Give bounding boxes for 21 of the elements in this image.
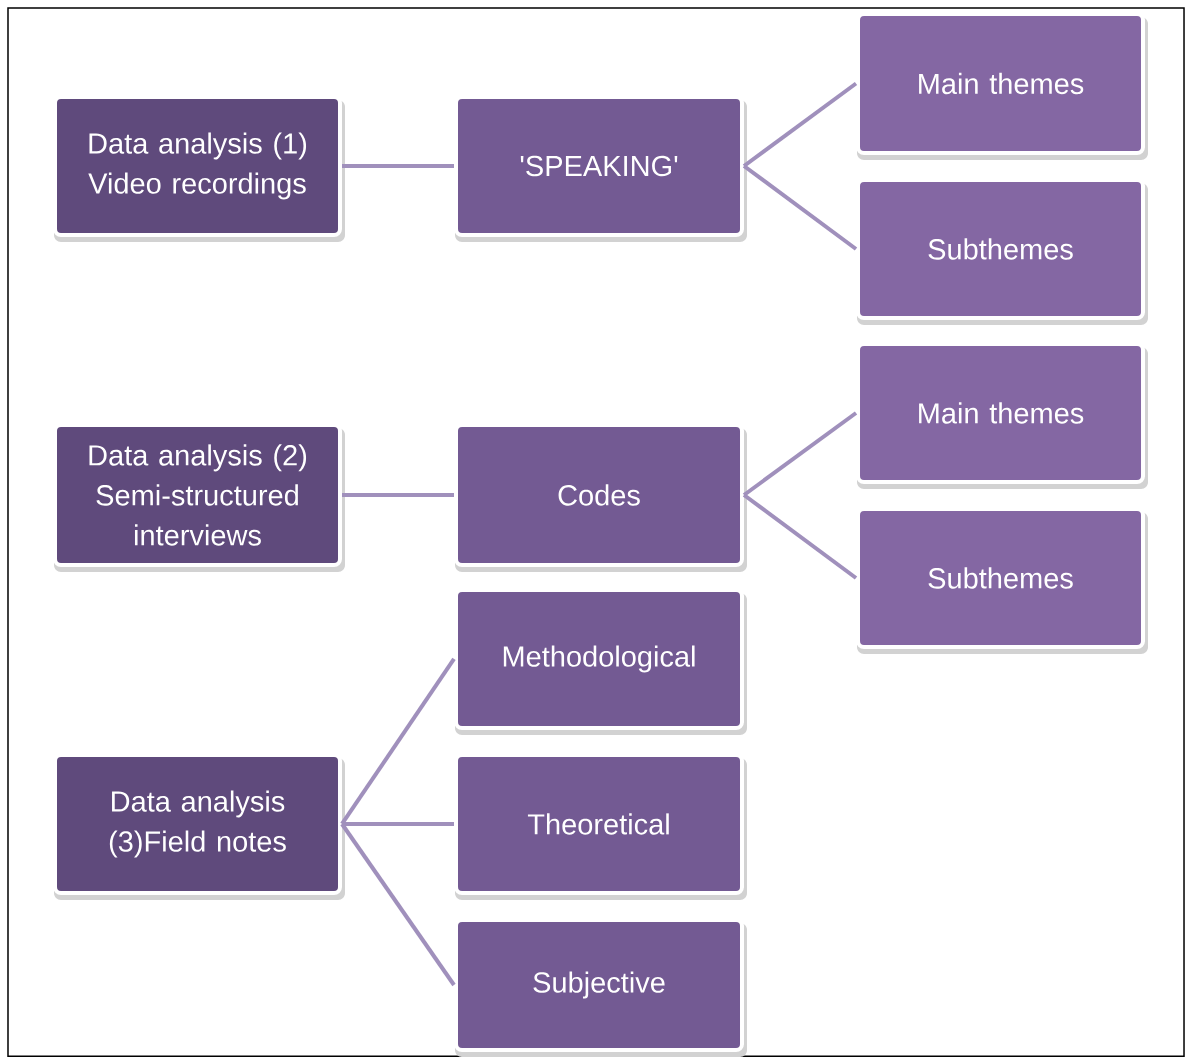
process-box: Methodological	[454, 588, 747, 735]
process-box: Data analysis (1) Video recordings	[53, 95, 345, 242]
connector-line	[342, 493, 454, 497]
process-box: 'SPEAKING'	[454, 95, 747, 242]
process-box: Theoretical	[454, 753, 747, 900]
process-box: Main themes	[856, 342, 1148, 489]
process-box: Main themes	[856, 12, 1148, 160]
connector-line	[742, 81, 858, 168]
connector-line	[340, 822, 456, 987]
process-box: Subjective	[454, 918, 747, 1057]
connector-line	[342, 822, 454, 826]
connector-line	[342, 164, 454, 168]
connector-line	[742, 411, 858, 497]
connector-line	[340, 657, 456, 826]
connector-line	[742, 164, 858, 251]
process-box: Data analysis (3)Field notes	[53, 753, 345, 900]
process-box: Subthemes	[856, 178, 1148, 325]
process-box: Data analysis (2) Semi-structured interviews	[53, 423, 345, 572]
process-box: Codes	[454, 423, 747, 572]
process-box: Subthemes	[856, 507, 1148, 654]
connector-line	[742, 493, 858, 580]
